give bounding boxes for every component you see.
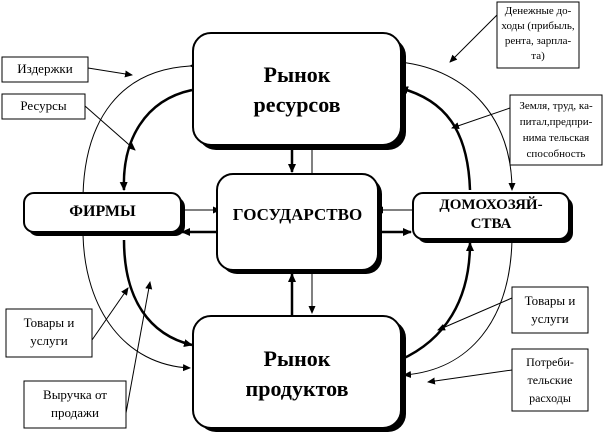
resource-market-box xyxy=(192,32,402,146)
money-income-box xyxy=(496,1,580,69)
land-labor-label: Земля, труд, ка- питал,предпри- нима тел… xyxy=(519,100,593,160)
firms-box xyxy=(23,192,182,233)
outer-arc-top-left xyxy=(82,62,198,196)
consumer-spending-box xyxy=(511,348,589,412)
goods-services-left-label: Товары и услуги xyxy=(23,315,75,348)
firms-label: ФИРМЫ xyxy=(69,203,136,220)
consumer-spending-label: Потреби- тельские расходы xyxy=(526,355,574,405)
costs-box xyxy=(1,56,89,83)
outer-arc-bottom-left xyxy=(82,234,191,372)
inner-arc-top-left xyxy=(119,88,193,191)
product-market-box xyxy=(192,315,402,429)
government-label: ГОСУДАРСТВО xyxy=(232,205,363,224)
inner-arc-bottom-left xyxy=(122,239,193,348)
goods-services-left-box xyxy=(5,308,93,358)
goods-services-right-box xyxy=(511,286,589,334)
households-label: ДОМОХОЗЯЙ- СТВА xyxy=(439,197,543,232)
sales-revenue-box xyxy=(23,380,127,429)
resources-label: Ресурсы xyxy=(20,98,67,113)
inner-arc-bottom-right xyxy=(399,242,474,362)
land-labor-box xyxy=(509,94,603,166)
sales-revenue-label: Выручка от продажи xyxy=(43,387,107,420)
costs-label: Издержки xyxy=(17,61,73,76)
households-box xyxy=(412,192,570,240)
goods-services-right-label: Товары и услуги xyxy=(524,293,576,326)
inner-arc-top-right xyxy=(399,86,472,191)
resource-market-label: Рынок ресурсов xyxy=(253,62,341,117)
product-market-label: Рынок продуктов xyxy=(245,346,349,401)
resources-box xyxy=(1,93,86,120)
government-box xyxy=(216,173,379,271)
outer-arc-top-right xyxy=(399,61,516,191)
money-income-label: Денежные до- ходы (прибыль, рента, зарпл… xyxy=(501,5,575,62)
outer-arc-bottom-right xyxy=(403,239,513,378)
